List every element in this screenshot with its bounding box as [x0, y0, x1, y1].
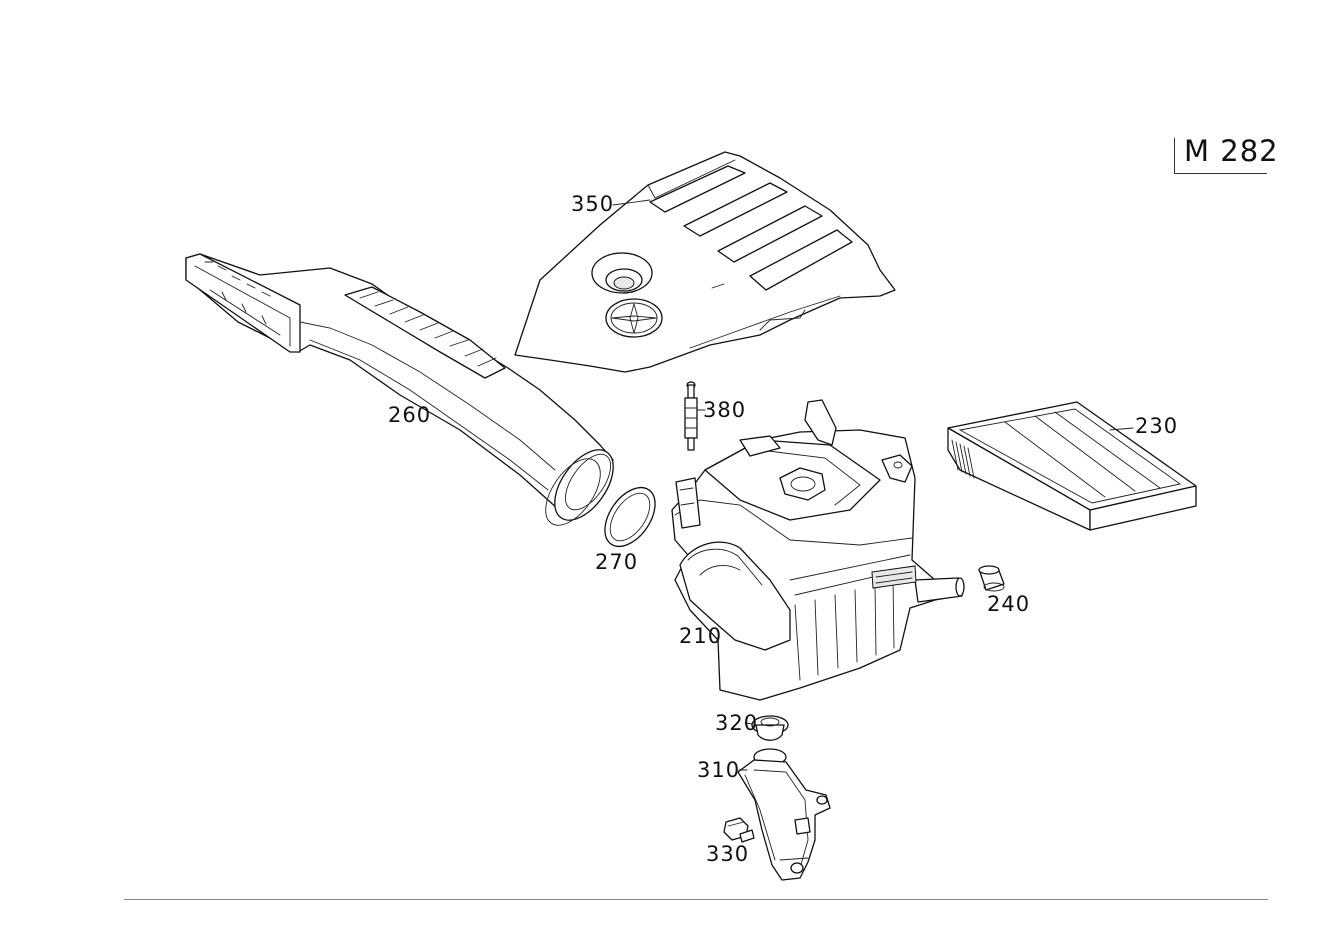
callout-270: 270 — [595, 550, 639, 574]
part-380-sensor-pin — [684, 381, 698, 451]
part-270-seal-ring — [604, 486, 656, 548]
part-210-air-filter-housing — [671, 399, 965, 701]
part-310-bracket — [737, 748, 831, 881]
cover-slot-1 — [649, 165, 746, 213]
model-code: M 282 — [1184, 134, 1279, 168]
callout-350: 350 — [571, 192, 615, 216]
cover-slot-2 — [683, 182, 788, 237]
page-bottom-rule — [124, 899, 1268, 900]
part-320-rubber-mount — [751, 715, 789, 741]
callout-330: 330 — [706, 842, 750, 866]
part-330-bolt — [723, 817, 755, 843]
callout-380: 380 — [703, 398, 747, 422]
duct-ribbed-panel — [344, 286, 506, 379]
callout-230: 230 — [1135, 414, 1179, 438]
callout-260: 260 — [388, 403, 432, 427]
callout-240: 240 — [987, 592, 1031, 616]
cover-slot-4 — [749, 229, 853, 291]
duct-outlet-end — [554, 449, 614, 521]
callout-210: 210 — [679, 624, 723, 648]
callout-320: 320 — [715, 711, 759, 735]
part-240-sleeve — [978, 565, 1005, 592]
housing-label-plate — [871, 565, 917, 589]
part-230-air-filter-element — [947, 401, 1197, 531]
cover-slot-3 — [717, 205, 823, 263]
part-260-intake-duct — [185, 253, 614, 526]
part-350-engine-cover — [514, 151, 896, 373]
housing-outlet-stub — [914, 577, 963, 603]
callout-310: 310 — [697, 758, 741, 782]
housing-top-boss — [779, 467, 826, 501]
model-code-frame — [1174, 138, 1267, 174]
mercedes-star-emblem-icon — [605, 298, 663, 338]
callout-leaders — [612, 199, 1134, 771]
